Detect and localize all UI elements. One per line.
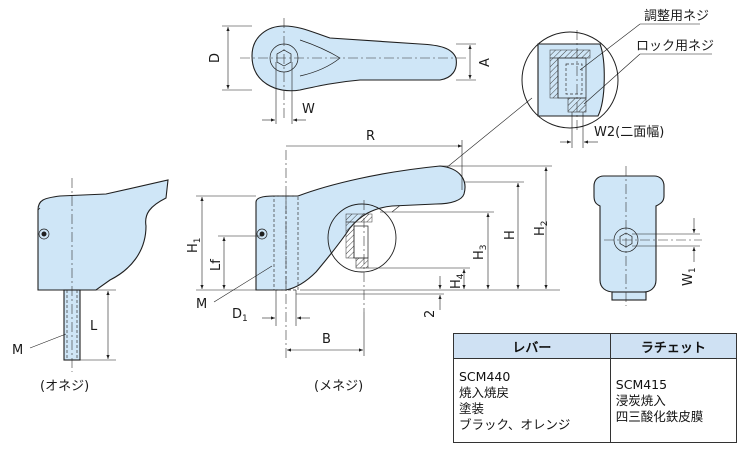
- dim-R: R: [366, 129, 375, 144]
- callout-lock-screw: ロック用ネジ: [636, 39, 714, 54]
- female-screw-head-icon: [256, 228, 268, 240]
- detail-marker-circle: [327, 203, 397, 273]
- male-screw-head-icon: [38, 228, 50, 240]
- dim-D1: D1: [232, 307, 248, 324]
- male-thread-view: L M (オネジ): [12, 178, 169, 394]
- table-cell-lever: SCM440 焼入焼戻 塗装 ブラック、オレンジ: [453, 358, 611, 443]
- dim-2: 2: [423, 310, 438, 318]
- material-spec-table: レバー ラチェット SCM440 焼入焼戻 塗装 ブラック、オレンジ SCM41…: [453, 333, 738, 443]
- female-thread-view: R H1 Lf M D1 B H3 H H2: [186, 129, 560, 394]
- dim-D: D: [208, 53, 223, 63]
- lever-colors: ブラック、オレンジ: [459, 416, 571, 432]
- caption-male-thread: (オネジ): [40, 379, 89, 394]
- lever-finish: 塗装: [459, 400, 485, 416]
- lever-heat-treatment: 焼入焼戻: [459, 384, 510, 400]
- dim-H: H: [503, 230, 518, 240]
- caption-female-thread: (メネジ): [314, 379, 363, 394]
- dim-H4: H4: [449, 273, 466, 289]
- table-cell-ratchet: SCM415 浸炭焼入 四三酸化鉄皮膜: [609, 358, 738, 443]
- lever-material: SCM440: [459, 368, 511, 384]
- ratchet-material: SCM415: [615, 376, 668, 392]
- dim-Lf: Lf: [209, 259, 224, 271]
- dim-H3: H3: [472, 244, 489, 260]
- side-view: W1: [593, 166, 702, 306]
- dim-M-female: M: [196, 297, 207, 312]
- side-view-base: [611, 291, 647, 301]
- top-view-hex-socket-icon: [276, 49, 292, 67]
- dim-H1: H1: [186, 237, 203, 253]
- table-header-lever: レバー: [453, 333, 611, 359]
- dim-L: L: [90, 319, 98, 334]
- ratchet-finish: 四三酸化鉄皮膜: [615, 408, 704, 424]
- table-header-ratchet: ラチェット: [609, 333, 738, 359]
- dim-W2: W2(二面幅): [594, 125, 664, 140]
- top-view-lever-body: [251, 25, 457, 92]
- dim-H2: H2: [533, 220, 550, 236]
- ratchet-heat-treatment: 浸炭焼入: [615, 392, 666, 408]
- dim-W1: W1: [681, 267, 698, 286]
- dim-A: A: [478, 58, 493, 67]
- dim-M-male: M: [12, 343, 23, 358]
- dim-B: B: [322, 332, 331, 347]
- callout-adjust-screw: 調整用ネジ: [644, 9, 709, 24]
- top-view: D A W: [208, 18, 493, 124]
- female-lever-body: [255, 165, 466, 291]
- detail-view: 調整用ネジ ロック用ネジ W2(二面幅): [521, 9, 714, 148]
- male-lever-body: [37, 179, 169, 291]
- dim-W: W: [302, 102, 315, 117]
